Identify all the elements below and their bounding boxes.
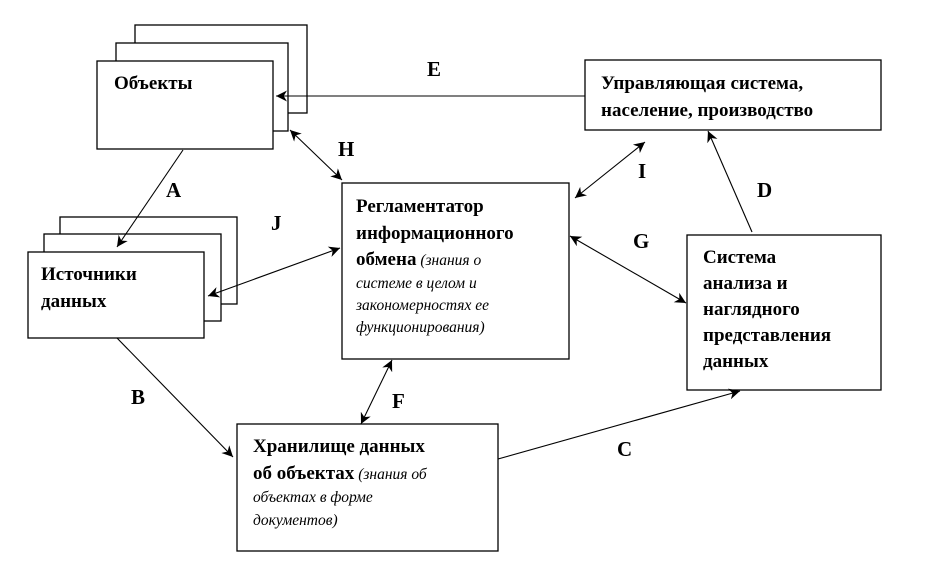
edge-f-label: F bbox=[392, 389, 405, 413]
storage-node: Хранилище данных об объектах (знания об … bbox=[236, 423, 499, 552]
storage-note-line-1: объектах в форме bbox=[253, 489, 373, 506]
analysis-label-line-4: представления bbox=[703, 325, 831, 346]
control-system-label-line-2: население, производство bbox=[601, 100, 813, 121]
regulator-label-line-3-bold: обмена bbox=[356, 249, 417, 270]
edge-d-arrow bbox=[707, 130, 753, 233]
edge-f-arrow bbox=[360, 359, 393, 425]
edge-c-arrow bbox=[497, 388, 741, 460]
edge-d-label: D bbox=[757, 178, 772, 202]
regulator-label-line-2: информационного bbox=[356, 223, 514, 244]
regulator-label-line-3: обмена (знания о bbox=[356, 249, 481, 270]
data-sources-node: Источники данных bbox=[27, 216, 238, 339]
control-system-node: Управляющая система, население, производ… bbox=[584, 59, 882, 131]
regulator-label-line-1: Регламентатор bbox=[356, 196, 484, 217]
control-system-label-line-1: Управляющая система, bbox=[601, 73, 803, 94]
edge-b-arrow bbox=[116, 337, 234, 458]
regulator-note-line-2: закономерностях ее bbox=[355, 297, 489, 314]
storage-label-line-2: об объектах (знания об bbox=[253, 463, 428, 484]
edge-i-arrow bbox=[574, 141, 646, 199]
regulator-note-line-1: системе в целом и bbox=[356, 275, 477, 292]
regulator-node: Регламентатор информационного обмена (зн… bbox=[341, 182, 570, 360]
storage-note-line-2: документов) bbox=[253, 512, 338, 529]
regulator-note-line-3: функционирования) bbox=[356, 319, 485, 336]
storage-label-line-2-bold: об объектах bbox=[253, 463, 355, 484]
storage-label-line-1: Хранилище данных bbox=[253, 436, 425, 457]
edge-e-label: E bbox=[427, 57, 441, 81]
objects-box bbox=[96, 60, 274, 150]
edge-a-label: A bbox=[166, 178, 182, 202]
objects-label: Объекты bbox=[114, 73, 193, 94]
edge-g-arrow bbox=[569, 235, 687, 304]
data-sources-box bbox=[27, 251, 205, 339]
edge-j-arrow bbox=[207, 246, 341, 298]
edge-a-arrow bbox=[116, 149, 184, 248]
regulator-box bbox=[341, 182, 570, 360]
storage-label-line-2-italic: (знания об bbox=[354, 466, 428, 483]
analysis-label-line-3: наглядного bbox=[703, 299, 800, 320]
edge-j-label: J bbox=[271, 211, 282, 235]
regulator-label-line-3-italic: (знания о bbox=[416, 252, 481, 269]
analysis-label-line-2: анализа и bbox=[703, 273, 788, 294]
data-sources-label-line-2: данных bbox=[41, 291, 107, 312]
edge-c-label: C bbox=[617, 437, 632, 461]
storage-box bbox=[236, 423, 499, 552]
data-sources-label-line-1: Источники bbox=[41, 264, 137, 285]
edge-b-label: B bbox=[131, 385, 145, 409]
analysis-label-line-1: Система bbox=[703, 247, 777, 268]
edge-h-label: H bbox=[338, 137, 354, 161]
control-system-box bbox=[584, 59, 882, 131]
analysis-system-node: Система анализа и наглядного представлен… bbox=[686, 234, 882, 391]
analysis-label-line-5: данных bbox=[703, 351, 769, 372]
edge-g-label: G bbox=[633, 229, 649, 253]
edge-h-arrow bbox=[289, 129, 343, 181]
analysis-system-box bbox=[686, 234, 882, 391]
objects-node: Объекты bbox=[96, 24, 308, 150]
edge-i-label: I bbox=[638, 159, 646, 183]
